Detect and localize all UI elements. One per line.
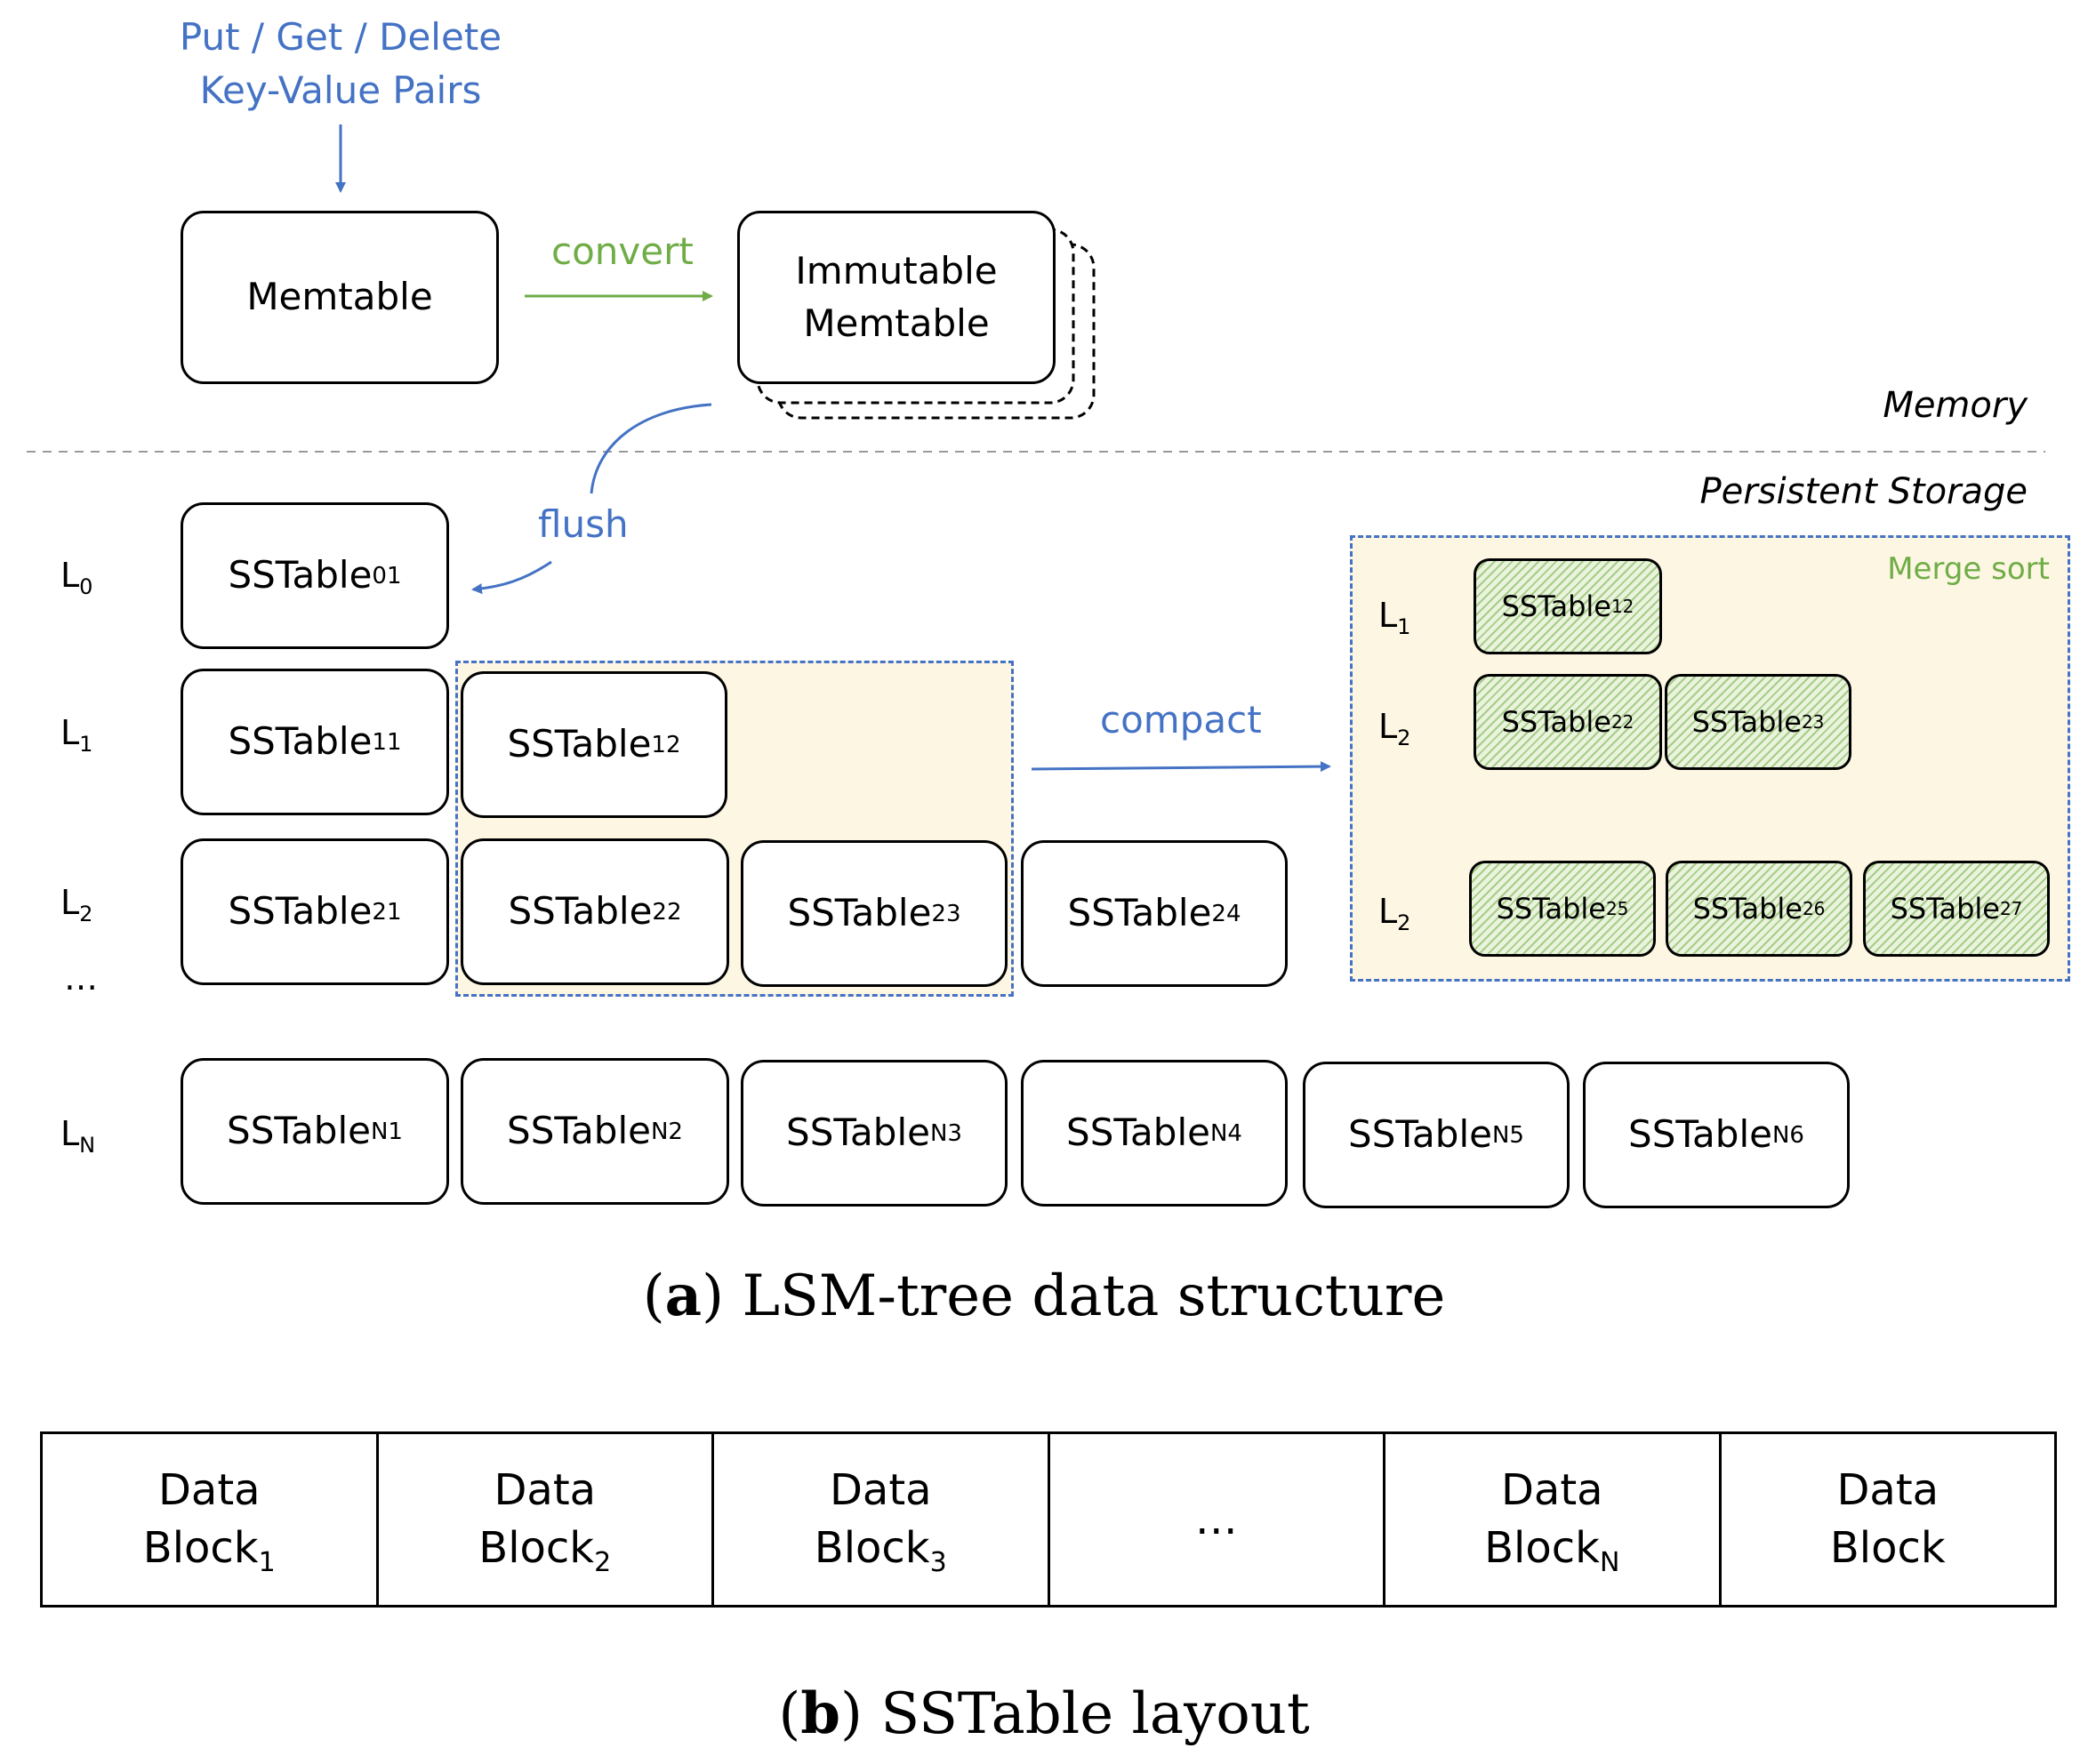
immutable-line2: Memtable [803,301,990,345]
level-label-l1: L1 [60,713,93,757]
caption-b: (b) SSTable layout [778,1680,1310,1747]
immutable-memtable-box: Immutable Memtable [737,211,1056,384]
caption-b-letter: b [800,1680,841,1747]
caption-a-letter: a [664,1263,703,1329]
memtable-label: Memtable [246,275,433,319]
caption-a-text: LSM-tree data structure [724,1263,1446,1329]
convert-label: convert [551,229,694,273]
compact-label: compact [1100,698,1262,742]
compact-arrow [1031,761,1331,773]
merge-level-l2-after: L2 [1378,892,1411,935]
merge-sort-label: Merge sort [1887,551,2050,587]
input-label-line1: Put / Get / Delete [179,15,502,59]
flush-arrow-upper [590,403,712,494]
level-label-ln: LN [60,1114,96,1158]
persistent-storage-label: Persistent Storage [1699,471,2028,512]
immutable-line1: Immutable [795,248,998,293]
level-label-l2: L2 [60,883,93,926]
memtable-box: Memtable [181,211,499,384]
data-block-ellipsis: … [1050,1434,1385,1605]
caption-b-text: SSTable layout [863,1681,1310,1747]
input-label: Put / Get / Delete Key-Value Pairs [163,11,518,117]
level-ellipsis: … [64,958,98,998]
memory-label: Memory [1883,385,2028,426]
input-label-line2: Key-Value Pairs [199,68,482,112]
merge-level-l1: L1 [1378,596,1411,639]
flush-arrow-lower [471,560,552,595]
merge-level-l2-before: L2 [1378,707,1411,750]
flush-label: flush [538,502,629,546]
caption-a: (a) LSM-tree data structure [642,1263,1446,1329]
level-label-l0: L0 [60,556,93,599]
